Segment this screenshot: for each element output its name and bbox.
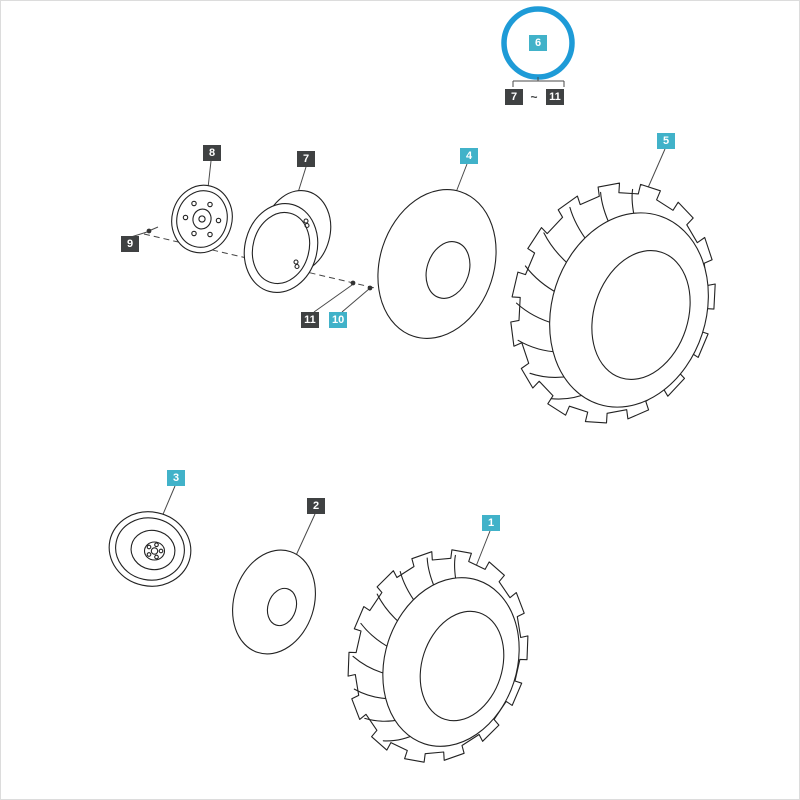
rim-drawing: [243, 189, 332, 294]
range-to-label: 11: [546, 89, 564, 105]
callout-7: 7: [297, 151, 315, 167]
inner-tube-small-drawing: [232, 549, 316, 655]
bolt-drawing: [146, 226, 159, 234]
callout-1: 1: [482, 515, 500, 531]
callout-10: 10: [329, 312, 348, 328]
leader-lines: [130, 148, 666, 585]
callout-8: 8: [203, 145, 221, 161]
callout-11: 11: [301, 312, 319, 328]
callout-2: 2: [307, 498, 325, 514]
hub-drawing: [171, 184, 233, 254]
valve-part-dot: [350, 280, 356, 286]
range-bracket: [512, 77, 565, 87]
small-wheel-drawing: [108, 511, 192, 587]
callout-6: 6: [529, 35, 547, 51]
range-from-label: 7: [505, 89, 523, 105]
callout-9: 9: [121, 236, 139, 252]
range-tilde: ~: [530, 90, 538, 104]
valve-cap-dot: [367, 285, 373, 291]
tire-large-drawing: [510, 182, 716, 424]
callout-3: 3: [167, 470, 185, 486]
inner-tube-large-drawing: [377, 189, 497, 339]
callout-4: 4: [460, 148, 478, 164]
callout-5: 5: [657, 133, 675, 149]
tire-small-drawing: [347, 549, 529, 763]
